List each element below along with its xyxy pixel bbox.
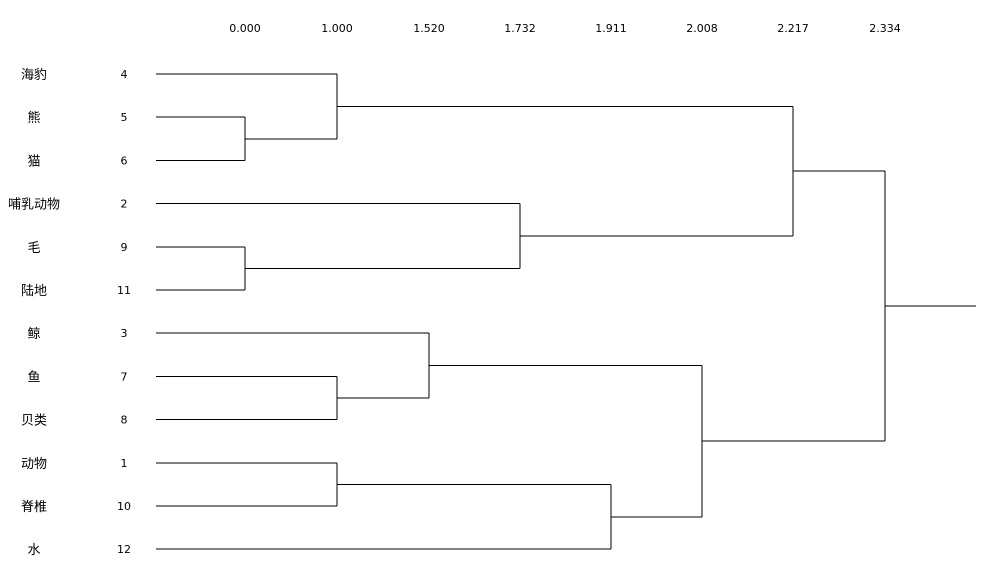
leaf-label: 海豹	[21, 68, 47, 83]
leaf-label: 脊椎	[21, 500, 47, 515]
leaf-id: 4	[121, 68, 128, 81]
leaf-label: 鲸	[27, 327, 40, 342]
axis-tick-label: 1.520	[413, 22, 445, 35]
axis-tick-label: 2.217	[777, 22, 809, 35]
leaf-id: 6	[121, 154, 128, 167]
leaf-id: 5	[121, 111, 128, 124]
leaf-label: 陆地	[21, 283, 47, 299]
distance-axis: 0.000 1.000 1.520 1.732 1.911 2.008 2.217 2.334	[229, 22, 901, 35]
leaf-label: 水	[27, 543, 40, 558]
axis-tick-label: 2.008	[686, 22, 718, 35]
leaf-id: 2	[121, 198, 128, 211]
leaf-label: 动物	[21, 457, 47, 472]
leaf-id: 1	[121, 457, 128, 470]
dendrogram-branches	[156, 73, 976, 550]
axis-tick-label: 0.000	[229, 22, 261, 35]
leaf-label: 熊	[27, 110, 40, 126]
leaf-labels: 海豹 4 熊 5 猫 6 哺乳动物 2 毛 9 陆地 11 鲸 3 鱼 7 贝类 8 动物 1 脊椎 10 水 12	[8, 68, 131, 558]
axis-tick-label: 1.000	[321, 22, 353, 35]
leaf-label: 哺乳动物	[8, 198, 60, 213]
axis-tick-label: 2.334	[869, 22, 901, 35]
leaf-label: 贝类	[21, 414, 47, 429]
leaf-id: 8	[121, 414, 128, 427]
leaf-id: 3	[121, 327, 128, 340]
leaf-id: 9	[121, 241, 128, 254]
leaf-id: 11	[117, 284, 131, 297]
leaf-id: 12	[117, 543, 131, 556]
axis-tick-label: 1.911	[595, 22, 627, 35]
leaf-label: 毛	[27, 241, 40, 256]
leaf-id: 7	[121, 370, 128, 383]
leaf-label: 猫	[27, 154, 40, 169]
axis-tick-label: 1.732	[504, 22, 536, 35]
leaf-label: 鱼	[27, 369, 40, 385]
leaf-id: 10	[117, 500, 131, 513]
